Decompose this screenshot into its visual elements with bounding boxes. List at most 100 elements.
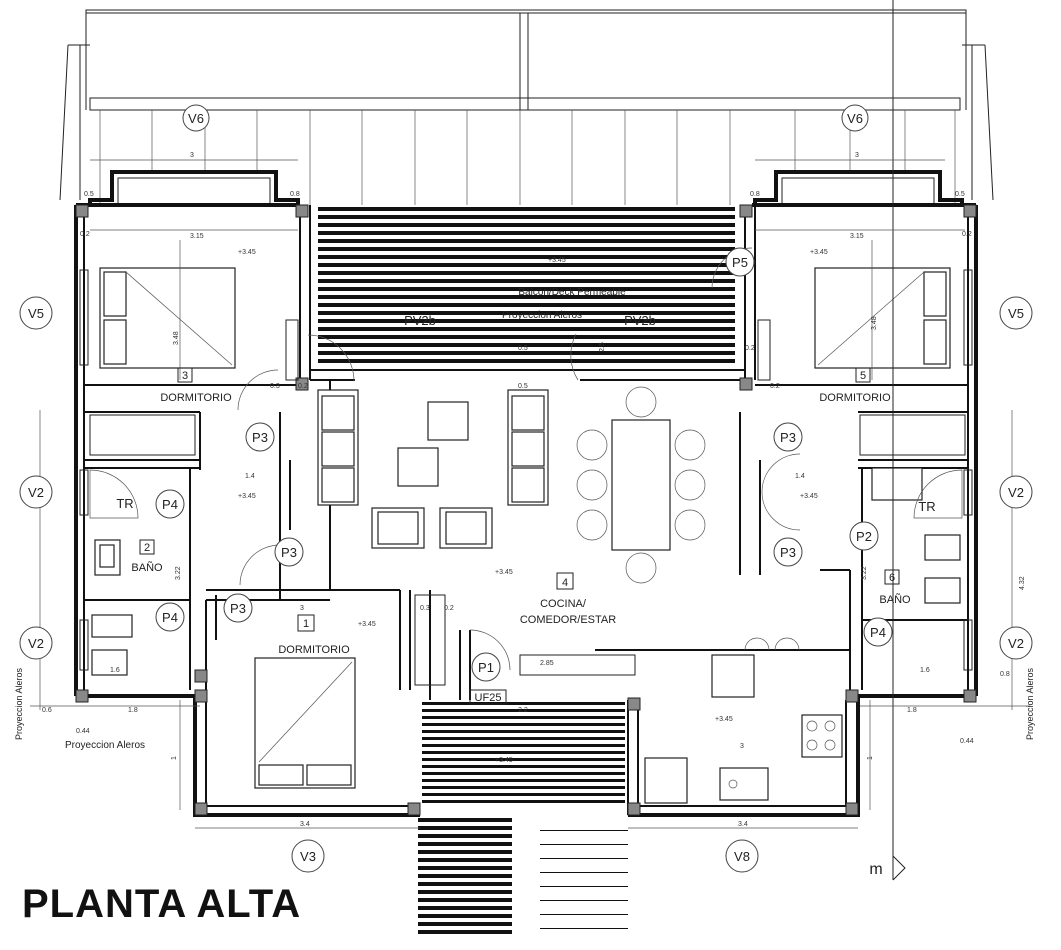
deck-plank	[318, 319, 735, 323]
room-1-number: 1	[303, 618, 309, 630]
kitchen	[644, 637, 843, 804]
dim-text: 2.5	[599, 342, 606, 352]
dim-text: 0.5	[84, 191, 94, 198]
dim-text: 3.48	[871, 316, 878, 330]
deck-plank	[540, 830, 628, 831]
plan-title: PLANTA ALTA	[22, 882, 301, 926]
deck-plank	[318, 271, 735, 275]
dim-text: 1.6	[110, 667, 120, 674]
bed-bedroom-5	[814, 267, 951, 369]
dim-text: 0.2	[745, 345, 755, 352]
dim-text: 3.15	[850, 233, 864, 240]
bed-bedroom-3	[99, 267, 236, 369]
deck-plank	[418, 850, 512, 854]
dim-text: 1	[867, 756, 874, 760]
balcony-label: Balcon/Deck Permeable	[518, 287, 626, 298]
room-5-name: DORMITORIO	[819, 392, 891, 404]
dim-text: 0.3	[420, 605, 430, 612]
tr-right-tag: TR	[918, 499, 935, 514]
deck-plank	[422, 730, 625, 733]
dim-text: 3.22	[861, 566, 868, 580]
p3-tag: P3	[780, 545, 796, 560]
level-mark: +3.45	[238, 249, 256, 256]
deck-plank	[540, 858, 628, 859]
deck-plank	[422, 786, 625, 789]
deck-plank	[422, 737, 625, 740]
annotations: Balcon/Deck Permeable Proyeccion Aleros …	[14, 287, 1035, 878]
dim-text: 3.4	[300, 821, 310, 828]
dim-text: 3	[190, 152, 194, 159]
room-2-number: 2	[144, 542, 150, 554]
room-6-number: 6	[889, 572, 895, 584]
projection-label: Proyeccion Aleros	[502, 310, 582, 321]
deck-plank	[418, 842, 512, 846]
dim-text: 1.4	[795, 473, 805, 480]
deck-plank	[318, 351, 735, 355]
dim-text: 0.5	[518, 383, 528, 390]
dim-text: 0.6	[42, 707, 52, 714]
room-6: 6 BAÑO	[879, 569, 911, 606]
deck-plank	[418, 826, 512, 830]
p1-tag: P1	[478, 660, 494, 675]
deck-plank	[318, 247, 735, 251]
dim-text: 0.2	[770, 383, 780, 390]
p4-tag: P4	[162, 610, 178, 625]
dimension-lines	[30, 159, 1030, 829]
dim-text: 3	[300, 605, 304, 612]
deck-plank	[418, 834, 512, 838]
room-4-number: 4	[562, 577, 568, 589]
dim-text: 0.2	[444, 605, 454, 612]
deck-plank	[318, 279, 735, 283]
dim-text: 1.8	[128, 707, 138, 714]
room-5: 5 DORMITORIO	[819, 367, 891, 404]
dim-text: 3.4	[738, 821, 748, 828]
tr-left-tag: TR	[116, 496, 133, 511]
level-marks: +3.45 +3.45 +3.45 +3.45 +3.45 +3.45 +3.4…	[238, 249, 828, 764]
level-mark: +3.45	[495, 569, 513, 576]
deck-plank	[318, 207, 735, 211]
v5-tag: V5	[28, 306, 44, 321]
deck-plank	[422, 723, 625, 726]
deck-plank	[422, 751, 625, 754]
tags: TR TR P3 P3 P3 P3 P3 P4 P4 P4 P2 P5 P1 P…	[19, 104, 1033, 873]
cut-line	[892, 0, 906, 881]
deck-plank	[318, 239, 735, 243]
dim-text: 3	[740, 743, 744, 750]
deck-plank	[318, 327, 735, 331]
v3-tag: V3	[300, 849, 316, 864]
level-mark: +3.45	[548, 257, 566, 264]
projection-label: Proyeccion Aleros	[14, 667, 24, 740]
room-2-name: BAÑO	[131, 561, 163, 574]
deck-plank	[422, 800, 625, 803]
dim-text: 0.8	[290, 191, 300, 198]
deck-plank	[540, 844, 628, 845]
bathroom-fixtures	[89, 467, 963, 676]
dim-text: 0.8	[1000, 671, 1010, 678]
p2-tag: P2	[856, 529, 872, 544]
dim-text: 4.32	[1019, 576, 1026, 590]
deck-plank	[422, 709, 625, 712]
deck-plank	[418, 898, 512, 902]
deck-plank	[418, 874, 512, 878]
deck-plank	[418, 858, 512, 862]
pv2b-tag: PV2b	[624, 313, 656, 328]
p4-tag: P4	[870, 625, 886, 640]
pergola	[59, 9, 994, 205]
deck-plank	[422, 765, 625, 768]
north-mark: m	[869, 861, 882, 878]
v5-tag: V5	[1008, 306, 1024, 321]
dim-text: 0.2	[80, 231, 90, 238]
deck-plank	[418, 866, 512, 870]
dim-text: 0.3	[270, 383, 280, 390]
deck-plank	[418, 930, 512, 934]
v6-tag: V6	[847, 111, 863, 126]
dim-text: 0.2	[962, 231, 972, 238]
level-mark: +3.45	[800, 493, 818, 500]
level-mark: +3.45	[238, 493, 256, 500]
deck-plank	[422, 716, 625, 719]
deck-plank	[540, 872, 628, 873]
interior-walls	[84, 205, 968, 815]
dim-text: 0.5	[518, 345, 528, 352]
dim-text: 0.2	[298, 383, 308, 390]
